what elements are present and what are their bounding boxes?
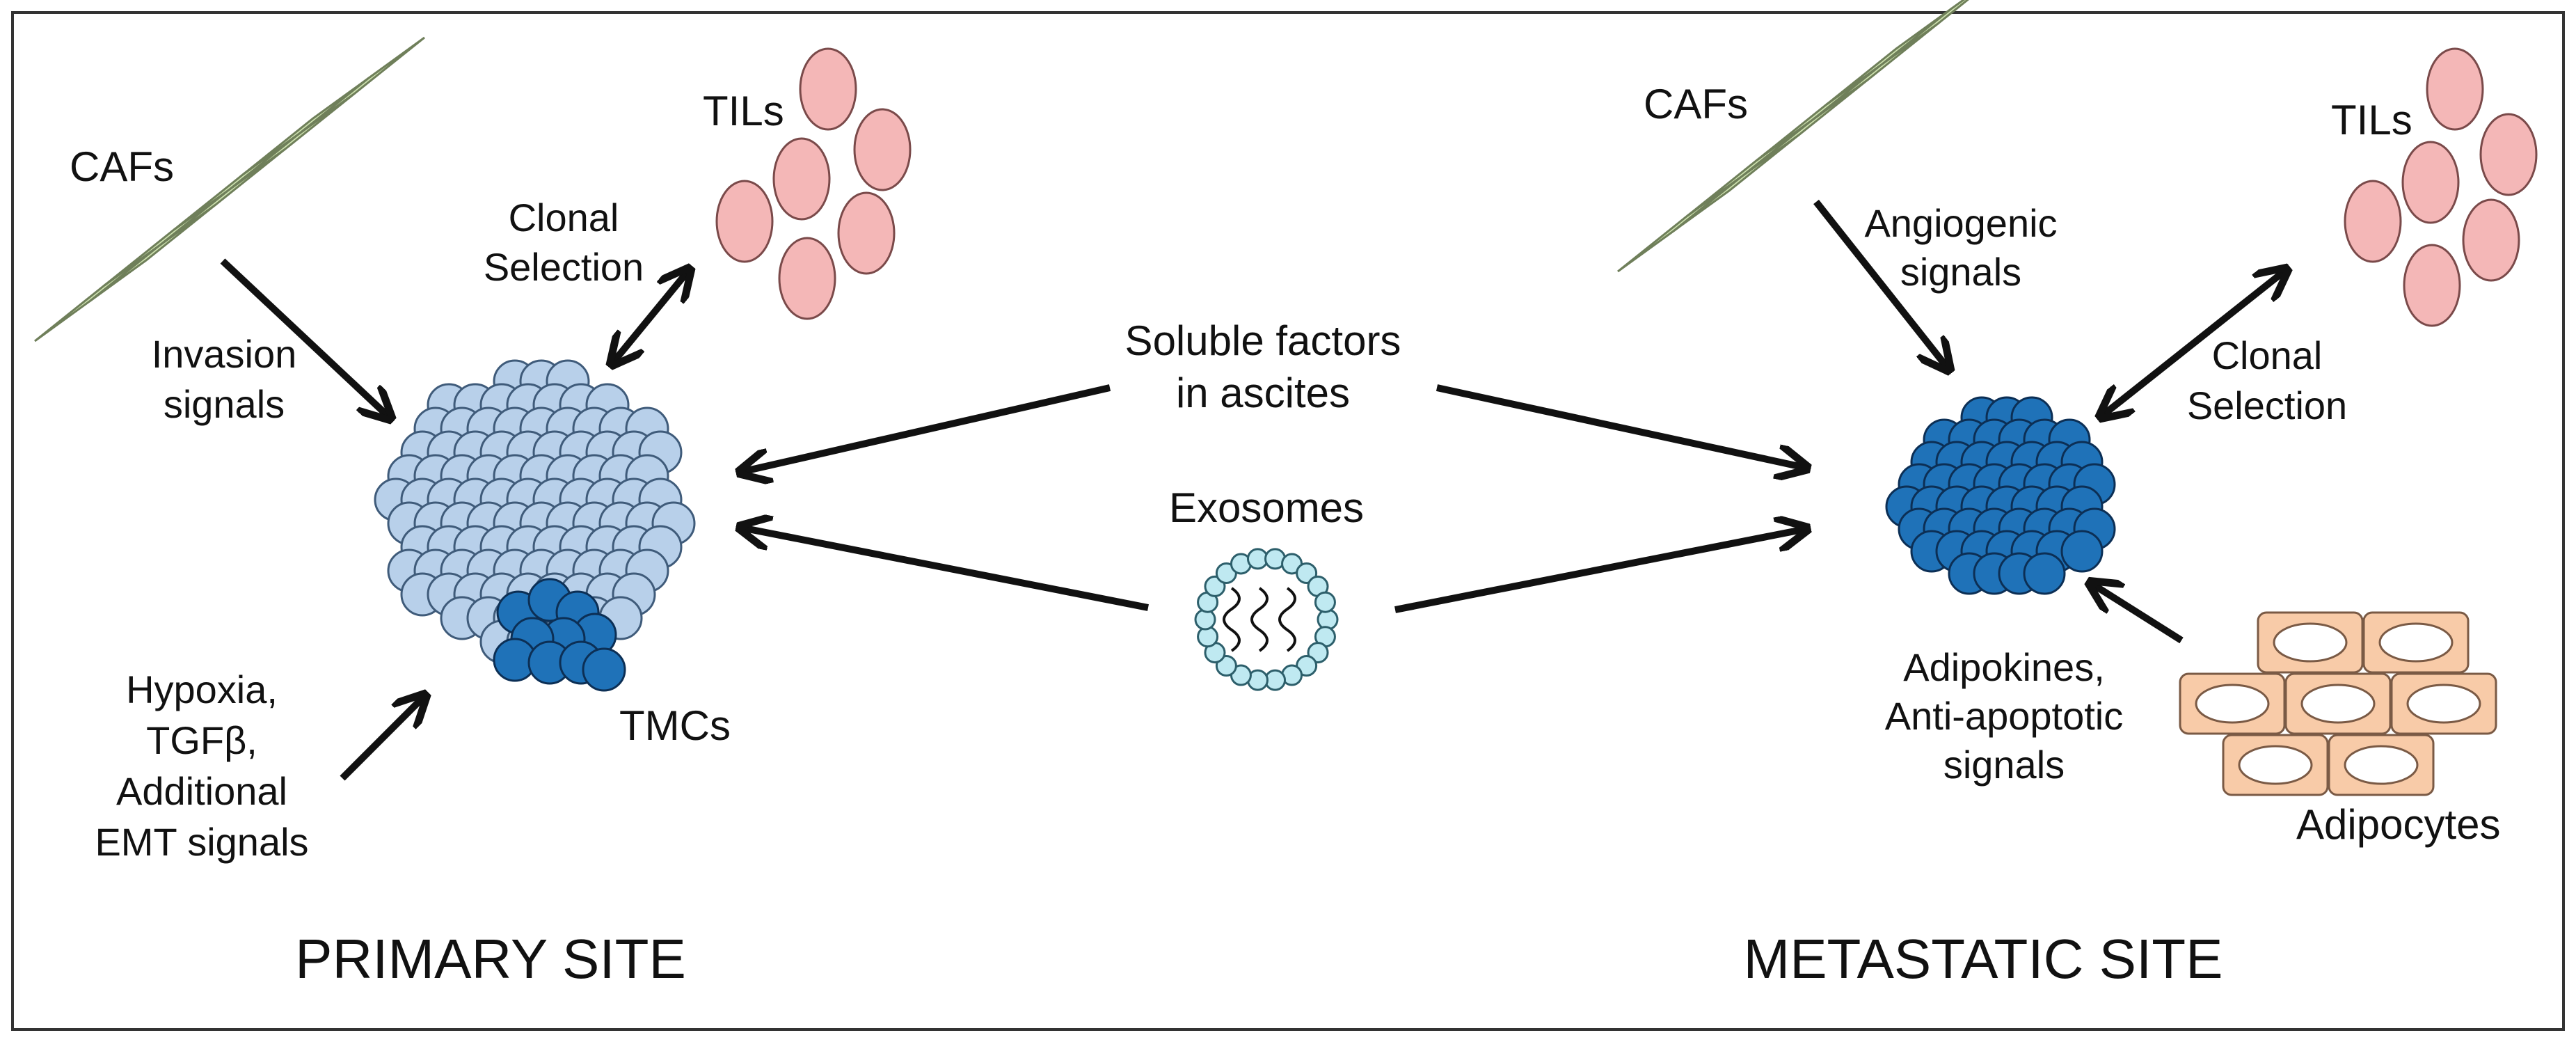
adipocyte-lipid [2378,622,2454,663]
adipocyte-lipid [2195,684,2270,724]
exosome-cargo [1278,587,1296,652]
primary-caf-cluster [34,36,425,342]
primary-clonal-selection-line1: Clonal [509,196,619,239]
primary-invasion-signals-line1: Invasion [152,332,297,376]
soluble-factors-arrow-left [741,384,1111,472]
exosome-cargo [1250,587,1269,652]
primary-tumor [374,359,696,692]
til-cell [2401,141,2460,224]
exosomes-arrow-left [741,528,1149,611]
primary-emt-arrow [340,696,424,781]
primary-clonal-selection-arrow [612,270,689,363]
exosome-lipid [1314,591,1336,613]
primary-til-cluster [715,47,912,320]
metastatic-caf-label: CAFs [1644,81,1748,127]
exosome-cargo [1223,587,1241,652]
primary-tmc-label: TMCs [619,702,731,749]
caf-cell [1882,0,1969,65]
adipocyte-lipid [2344,745,2419,785]
primary-emt-line4: EMT signals [95,820,308,864]
soluble-factors-line1: Soluble factors [1125,317,1401,364]
metastatic-adipokines-line1: Adipokines, [1903,645,2105,689]
metastatic-tumor-cell [2060,530,2104,573]
til-cell [853,108,912,191]
metastatic-til-cluster [2344,47,2538,327]
primary-caf-label: CAFs [70,143,174,190]
metastatic-adipokines-line2: Anti-apoptotic [1885,694,2123,738]
adipocyte-lipid [2273,622,2348,663]
metastatic-caf-cluster [1617,0,1969,273]
primary-clonal-selection-line2: Selection [484,245,644,289]
til-cell [2462,198,2520,282]
metastatic-til-label: TILs [2331,97,2412,143]
adipocyte-lipid [2238,745,2313,785]
til-cell [2426,47,2484,131]
til-cell [772,137,831,221]
metastatic-tumor-cell [2023,552,2066,595]
soluble-factors-arrow-right [1436,384,1806,468]
til-cell [2403,244,2461,327]
adipocyte-cluster [2179,611,2497,796]
metastatic-clonal-selection-line1: Clonal [2212,333,2323,377]
adipocytes-label: Adipocytes [2296,801,2501,848]
til-cell [799,47,857,131]
metastatic-angiogenic-arrow [1813,199,1948,369]
primary-emt-line2: TGFβ, [146,718,257,762]
metastatic-angiogenic-line1: Angiogenic [1864,201,2057,245]
primary-site-title: PRIMARY SITE [295,928,686,990]
til-cell [2344,180,2402,263]
til-cell [715,180,774,263]
metastatic-clonal-selection-line2: Selection [2187,384,2347,427]
primary-emt-line3: Additional [116,769,287,813]
metastatic-tumor [1885,396,2116,595]
soluble-factors-line2: in ascites [1176,370,1350,416]
primary-invasion-signals-line2: signals [164,382,285,426]
adipocyte-lipid [2300,684,2376,724]
til-cell [778,237,836,320]
metastatic-adipokine-arrow [2091,583,2184,644]
metastatic-clonal-selection-arrow [2101,270,2286,416]
tmc-cell [582,647,626,692]
metastatic-site-title: METASTATIC SITE [1744,928,2223,990]
caf-cell [299,36,425,135]
primary-invasion-arrow [220,258,390,418]
exosomes-arrow-right [1394,529,1806,613]
til-cell [837,191,896,275]
primary-emt-line1: Hypoxia, [126,668,278,711]
primary-til-label: TILs [703,88,784,134]
exosome [1194,548,1339,691]
metastatic-adipokines-line3: signals [1943,743,2065,787]
til-cell [2479,113,2538,196]
adipocyte-lipid [2406,684,2481,724]
exosomes-label: Exosomes [1169,484,1364,531]
metastatic-angiogenic-line2: signals [1900,250,2021,294]
